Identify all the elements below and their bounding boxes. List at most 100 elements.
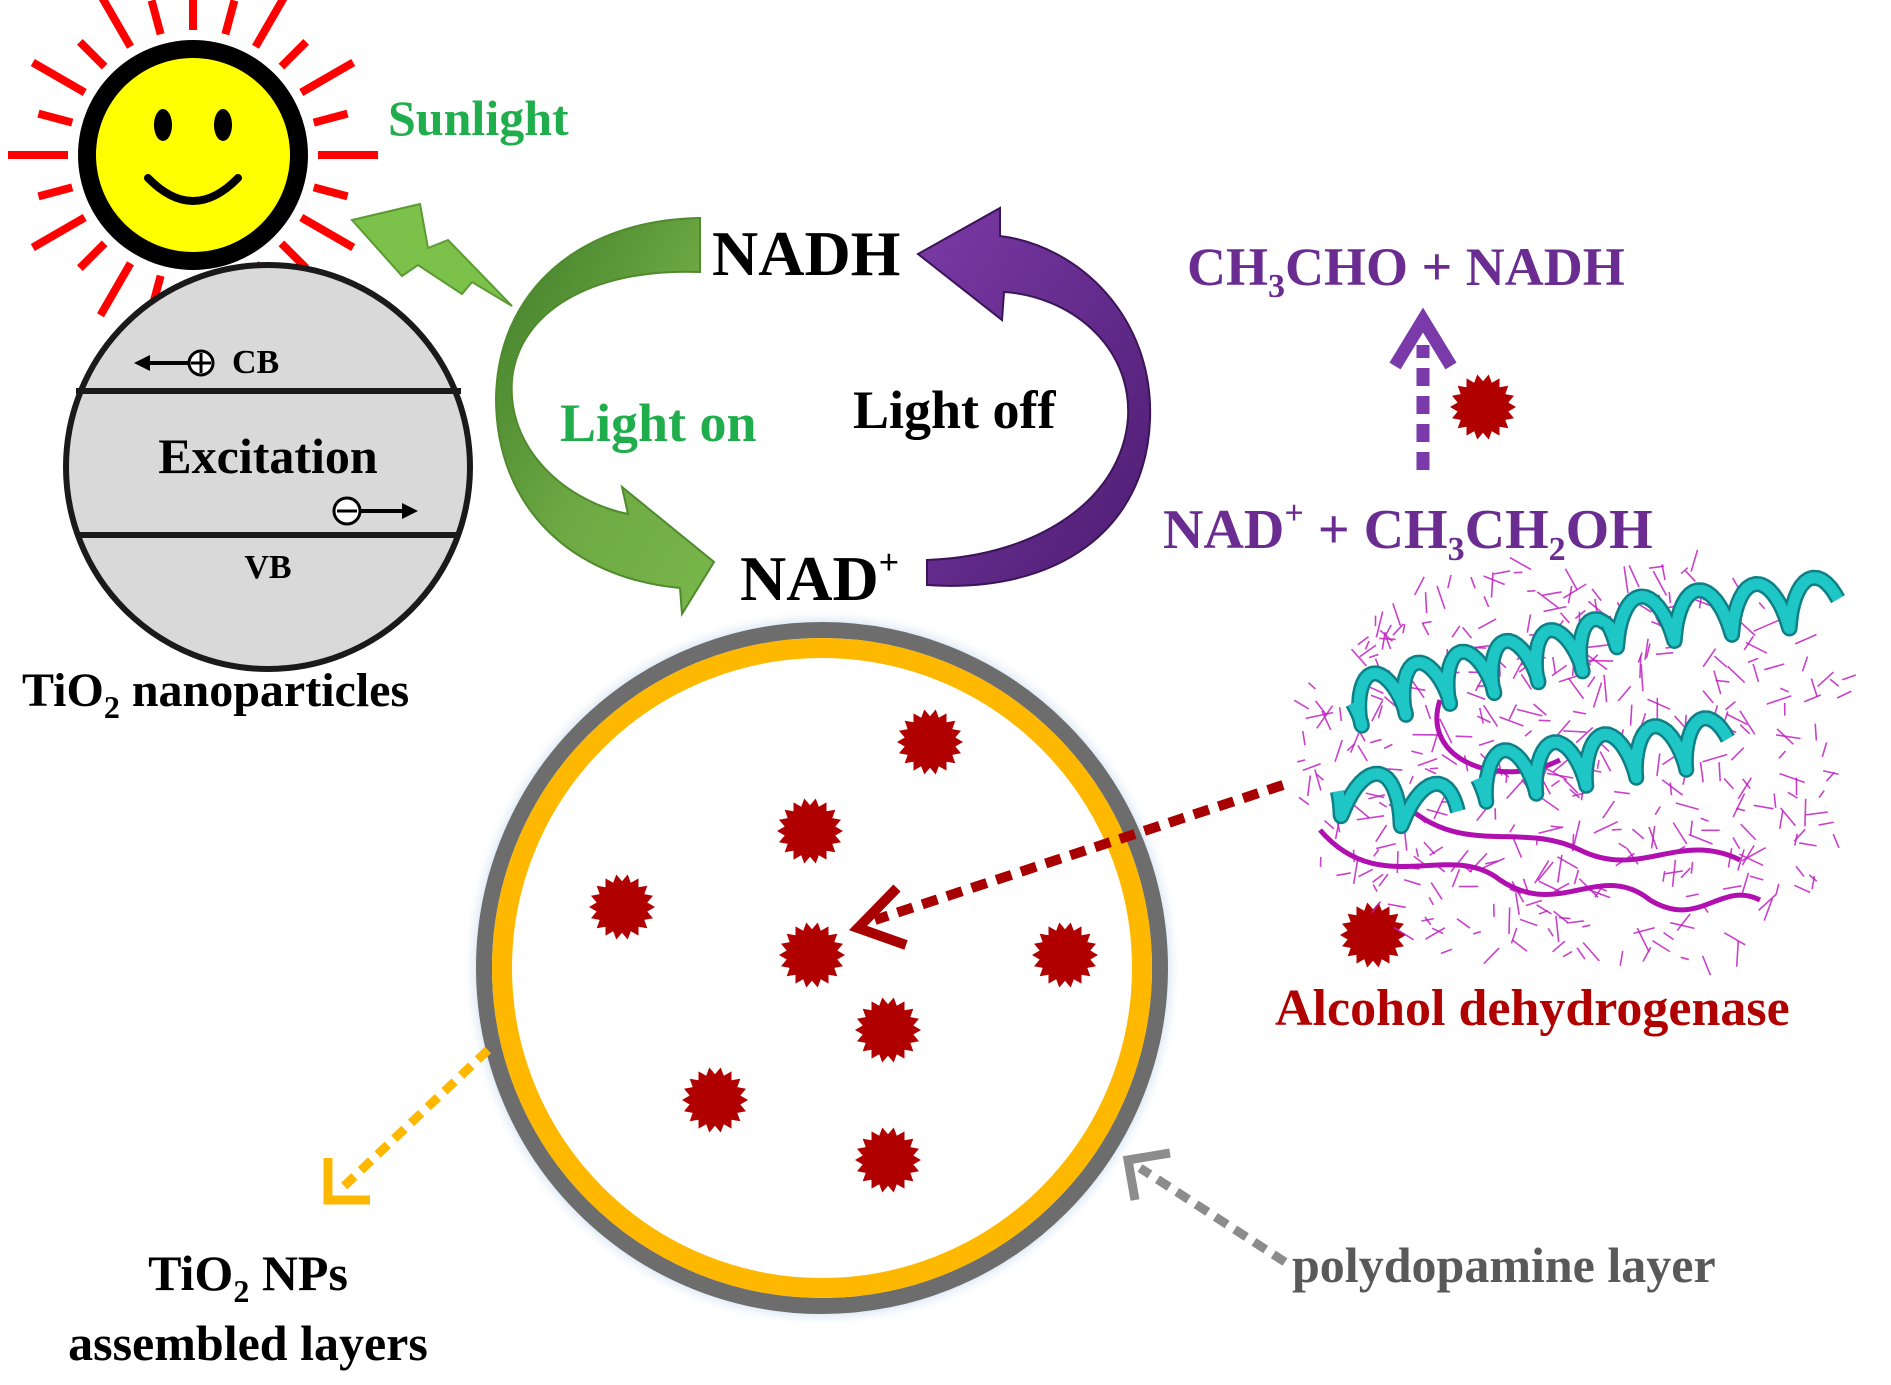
protein-stick bbox=[1371, 901, 1382, 913]
sun-ray bbox=[77, 39, 108, 70]
sun-ray bbox=[278, 39, 309, 70]
protein-stick bbox=[1656, 753, 1661, 776]
protein-stick bbox=[1818, 790, 1825, 799]
protein-stick bbox=[1357, 636, 1369, 646]
protein-stick bbox=[1794, 633, 1817, 645]
protein-stick bbox=[1793, 833, 1799, 846]
protein-stick bbox=[1364, 640, 1370, 650]
protein-stick bbox=[1542, 591, 1562, 596]
protein-stick bbox=[1723, 777, 1734, 790]
protein-stick bbox=[1338, 707, 1343, 722]
protein-stick bbox=[1576, 947, 1586, 960]
protein-stick bbox=[1780, 687, 1790, 693]
protein-stick bbox=[1352, 857, 1359, 885]
protein-stick bbox=[1387, 903, 1406, 909]
protein-stick bbox=[1455, 735, 1473, 738]
protein-stick bbox=[1371, 700, 1384, 722]
sun-ray bbox=[97, 261, 134, 318]
protein-stick bbox=[1725, 713, 1748, 726]
protein-stick bbox=[1592, 682, 1603, 708]
protein-stick bbox=[1538, 826, 1564, 834]
protein-stick bbox=[1741, 846, 1767, 862]
protein-stick bbox=[1377, 705, 1383, 719]
nadh-label: NADH bbox=[712, 218, 900, 289]
protein-stick bbox=[1314, 769, 1322, 791]
protein-stick bbox=[1511, 939, 1528, 952]
sun-ray bbox=[299, 59, 356, 96]
protein-stick bbox=[1316, 705, 1334, 729]
protein-stick bbox=[1483, 595, 1490, 608]
protein-stick bbox=[1350, 648, 1368, 667]
protein-stick bbox=[1450, 849, 1469, 873]
enzyme-particle-icon bbox=[682, 1067, 748, 1133]
light-off-label: Light off bbox=[853, 380, 1057, 440]
protein-stick bbox=[1543, 766, 1568, 781]
protein-stick bbox=[1675, 802, 1699, 811]
protein-stick bbox=[1417, 757, 1438, 767]
protein-stick bbox=[1536, 591, 1559, 609]
protein-stick bbox=[1715, 679, 1730, 683]
protein-stick bbox=[1713, 655, 1728, 668]
protein-stick bbox=[1324, 819, 1335, 830]
protein-stick bbox=[1817, 671, 1834, 688]
protein-stick bbox=[1375, 824, 1388, 843]
protein-stick bbox=[1672, 822, 1688, 845]
protein-stick bbox=[1534, 860, 1550, 884]
protein-stick bbox=[1378, 873, 1389, 887]
protein-stick bbox=[1556, 854, 1563, 883]
protein-stick bbox=[1618, 842, 1627, 849]
sun-ray bbox=[221, 0, 239, 36]
protein-stick bbox=[1801, 656, 1809, 672]
protein-stick bbox=[1350, 729, 1361, 753]
protein-stick bbox=[1437, 866, 1446, 873]
protein-stick bbox=[1724, 700, 1736, 711]
protein-stick bbox=[1805, 811, 1828, 816]
protein-stick bbox=[1538, 909, 1549, 915]
protein-stick bbox=[1563, 778, 1579, 794]
polydopamine-label: polydopamine layer bbox=[1292, 1237, 1716, 1293]
sun-ray bbox=[30, 59, 87, 96]
protein-stick bbox=[1668, 591, 1672, 604]
sun-ray bbox=[77, 240, 108, 271]
protein-stick bbox=[1378, 801, 1388, 808]
protein-stick bbox=[1603, 674, 1608, 703]
protein-stick bbox=[1775, 883, 1780, 895]
protein-stick bbox=[1421, 620, 1432, 625]
protein-stick bbox=[1723, 932, 1746, 946]
protein-stick bbox=[1368, 793, 1386, 800]
protein-stick bbox=[1559, 612, 1570, 624]
protein-stick bbox=[1684, 570, 1696, 582]
protein-stick bbox=[1775, 734, 1801, 740]
protein-stick bbox=[1490, 572, 1494, 598]
protein-stick bbox=[1451, 868, 1461, 888]
tio2-particle bbox=[63, 262, 473, 672]
enzyme-particle-icon bbox=[1340, 902, 1406, 968]
protein-stick bbox=[1536, 904, 1552, 915]
protein-stick bbox=[1661, 564, 1666, 581]
protein-stick bbox=[1752, 663, 1760, 683]
enzyme-particle-icon bbox=[1450, 374, 1516, 440]
protein-stick bbox=[1702, 690, 1714, 704]
protein-stick bbox=[1408, 775, 1414, 785]
protein-stick bbox=[1358, 868, 1374, 878]
protein-stick bbox=[1611, 828, 1622, 831]
protein-stick bbox=[1644, 638, 1649, 660]
enzyme-particle-icon bbox=[777, 798, 843, 864]
protein-stick bbox=[1749, 875, 1764, 881]
protein-stick bbox=[1483, 575, 1506, 586]
protein-stick bbox=[1594, 598, 1598, 613]
protein-stick bbox=[1778, 750, 1786, 759]
protein-stick bbox=[1383, 696, 1397, 707]
protein-stick bbox=[1451, 625, 1461, 638]
protein-stick bbox=[1425, 927, 1446, 940]
protein-stick bbox=[1753, 804, 1774, 810]
protein-stick bbox=[1372, 884, 1378, 893]
vb-label: VB bbox=[244, 549, 291, 586]
protein-stick bbox=[1633, 926, 1655, 935]
sun-ray bbox=[147, 0, 165, 36]
protein-stick bbox=[1301, 730, 1306, 746]
protein-stick bbox=[1298, 796, 1310, 806]
protein-stick bbox=[1562, 583, 1587, 599]
protein-stick bbox=[1730, 747, 1745, 761]
protein-stick bbox=[1741, 844, 1755, 866]
